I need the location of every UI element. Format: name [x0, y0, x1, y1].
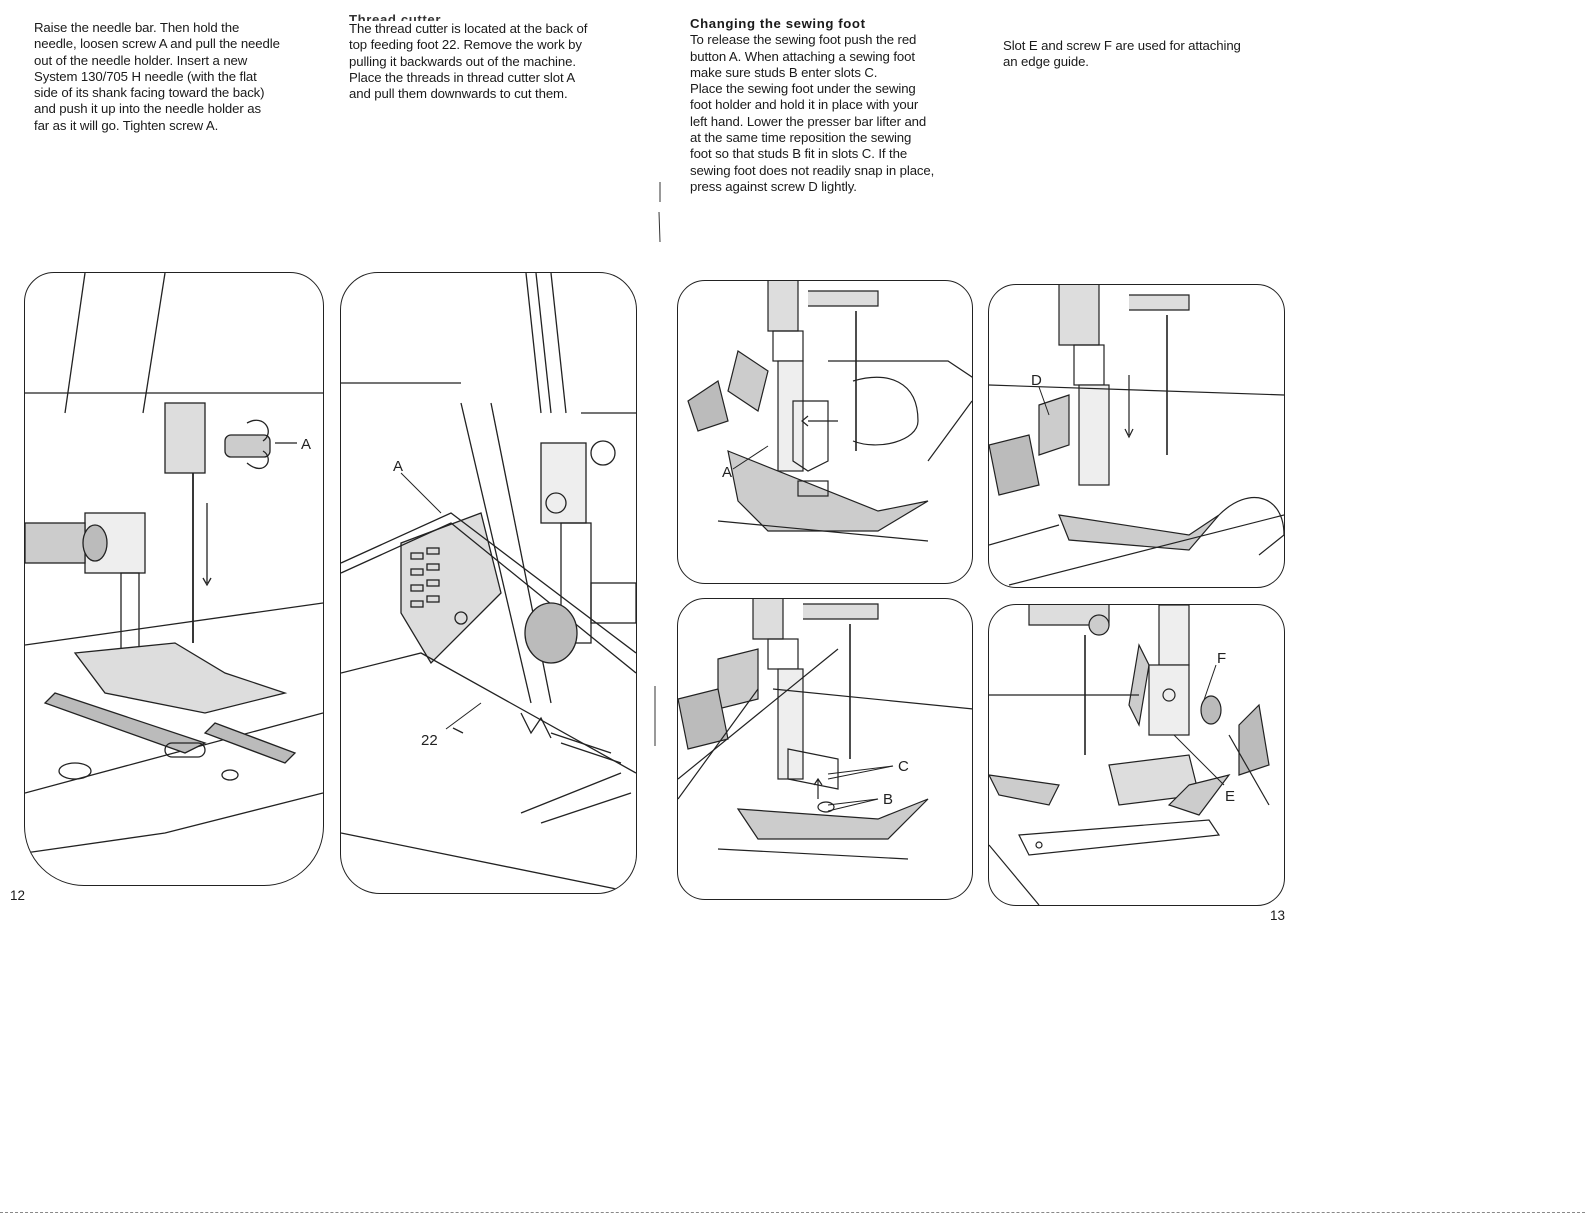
figure-needle-insertion: A [24, 272, 324, 886]
needle-illustration: A [25, 273, 323, 854]
fig5-label-c: C [898, 758, 909, 775]
thread-cutter-text: The thread cutter is located at the back… [349, 21, 588, 102]
studs-slots-illustration: C B [678, 599, 972, 860]
spread-divider-top [658, 182, 661, 243]
page-number-right: 13 [1270, 908, 1286, 923]
needle-instructions: Raise the needle bar. Then hold the need… [34, 20, 324, 134]
thread-cutter-section: Thread cutter The thread cutter is locat… [349, 12, 639, 102]
thread-cutter-illustration: A 22 [341, 273, 636, 893]
fig5-label-b: B [883, 791, 893, 808]
changing-foot-section: Changing the sewing foot To release the … [690, 16, 990, 195]
fig1-label-a: A [301, 436, 311, 453]
page-number-left: 12 [10, 888, 26, 903]
figure-thread-cutter: A 22 [340, 272, 637, 894]
page-bottom-rule [0, 1212, 1585, 1213]
edge-guide-text: Slot E and screw F are used for attachin… [1003, 38, 1241, 70]
release-foot-illustration: A [687, 281, 972, 542]
attach-foot-illustration: D [989, 285, 1284, 586]
edge-guide-section: Slot E and screw F are used for attachin… [1003, 38, 1303, 71]
fig4-label-d: D [1031, 372, 1042, 389]
changing-foot-heading: Changing the sewing foot [690, 16, 866, 31]
figure-attach-foot: D [988, 284, 1285, 588]
figure-release-foot: A [677, 280, 973, 584]
needle-instructions-text: Raise the needle bar. Then hold the need… [34, 20, 280, 133]
figure-edge-guide-slot: F E [988, 604, 1285, 906]
changing-foot-text: To release the sewing foot push the red … [690, 32, 935, 194]
edge-guide-illustration: F E [989, 605, 1270, 905]
fig3-label-a: A [722, 464, 732, 481]
spread-divider-bottom [654, 686, 656, 746]
fig6-label-e: E [1225, 788, 1235, 805]
fig6-label-f: F [1217, 650, 1226, 667]
figure-studs-slots: C B [677, 598, 973, 900]
thread-cutter-heading: Thread cutter [349, 12, 442, 21]
fig2-label-22: 22 [421, 732, 438, 749]
fig2-label-a: A [393, 458, 403, 475]
